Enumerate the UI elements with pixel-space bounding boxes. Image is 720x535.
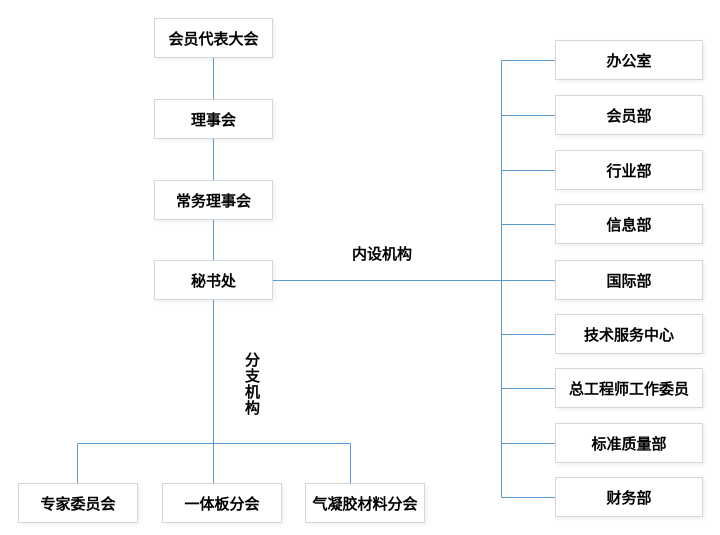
branch-distribution-lines (77, 443, 351, 483)
node-finance-dept: 财务部 (555, 477, 703, 517)
node-information-dept: 信息部 (555, 204, 703, 244)
node-secretariat: 秘书处 (154, 260, 273, 300)
internal-departments-label: 内设机构 (352, 246, 413, 263)
branch-organizations-label: 分支机构 (243, 352, 260, 416)
node-aerogel-materials-branch: 气凝胶材料分会 (305, 483, 425, 523)
node-integrated-panel-branch: 一体板分会 (162, 483, 282, 523)
node-standing-council: 常务理事会 (154, 180, 273, 220)
node-general-office: 办公室 (555, 40, 703, 80)
node-members-congress: 会员代表大会 (154, 18, 273, 58)
node-industry-dept: 行业部 (555, 150, 703, 190)
node-expert-committee: 专家委员会 (18, 483, 138, 523)
node-chief-engineer-committee: 总工程师工作委员 (555, 368, 703, 408)
node-tech-service-center: 技术服务中心 (555, 314, 703, 354)
internal-stub-lines (501, 60, 555, 498)
node-membership-dept: 会员部 (555, 95, 703, 135)
node-standards-quality-dept: 标准质量部 (555, 423, 703, 463)
node-international-dept: 国际部 (555, 260, 703, 300)
node-council: 理事会 (154, 99, 273, 139)
